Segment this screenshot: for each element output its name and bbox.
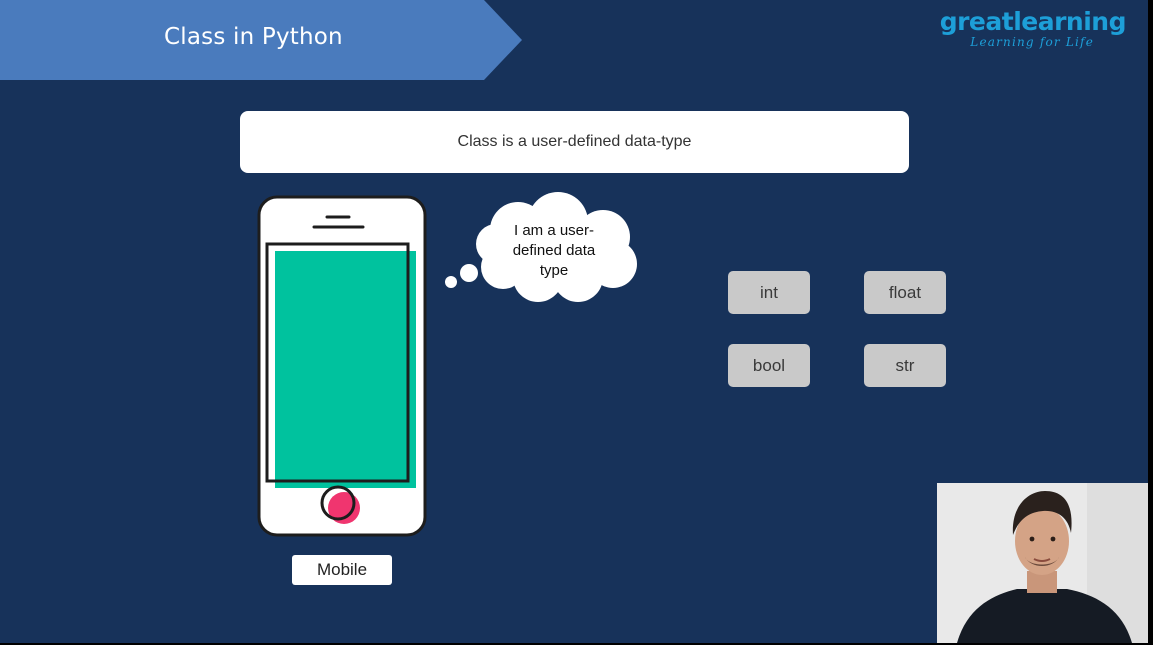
type-badge-bool: bool (728, 344, 810, 387)
slide-title: Class in Python (164, 24, 343, 50)
phone-screen (275, 251, 416, 488)
presenter-face (1015, 507, 1069, 575)
presenter-neck (1027, 571, 1057, 593)
presenter-webcam-overlay (937, 483, 1148, 643)
presenter-avatar (937, 483, 1148, 643)
thought-dot-medium (460, 264, 478, 282)
type-badge-int: int (728, 271, 810, 314)
thought-dot-small (445, 276, 457, 288)
mobile-label: Mobile (292, 555, 392, 585)
phone-screen-outline (265, 242, 410, 483)
thought-line-2: defined data (512, 242, 596, 259)
title-banner (0, 0, 522, 80)
thought-line-3: type (539, 262, 569, 279)
type-badge-label: str (895, 355, 915, 375)
home-button-outline (320, 485, 356, 521)
statement-box: Class is a user-defined data-type (240, 111, 909, 173)
type-badge-label: bool (752, 355, 786, 375)
home-button-fill (328, 492, 360, 524)
mobile-label-text: Mobile (316, 560, 368, 579)
presenter-shirt (957, 589, 1132, 643)
type-badge-label: float (888, 282, 922, 302)
thought-bubble-text: I am a user- defined data type (495, 221, 613, 281)
mobile-phone-illustration (257, 195, 427, 537)
type-badge-float: float (864, 271, 946, 314)
thought-bubble (445, 192, 637, 302)
presenter-beard (1025, 557, 1059, 566)
type-badge-label: int (760, 282, 778, 302)
logo-wordmark: greatlearning (939, 7, 1127, 36)
greatlearning-logo: greatlearning Learning for Life (939, 7, 1127, 49)
type-badge-str: str (864, 344, 946, 387)
thought-line-1: I am a user- (513, 222, 595, 239)
statement-text: Class is a user-defined data-type (457, 133, 692, 150)
presenter-hair (1012, 491, 1072, 535)
thought-cloud (476, 192, 637, 302)
logo-tagline: Learning for Life (970, 35, 1094, 49)
